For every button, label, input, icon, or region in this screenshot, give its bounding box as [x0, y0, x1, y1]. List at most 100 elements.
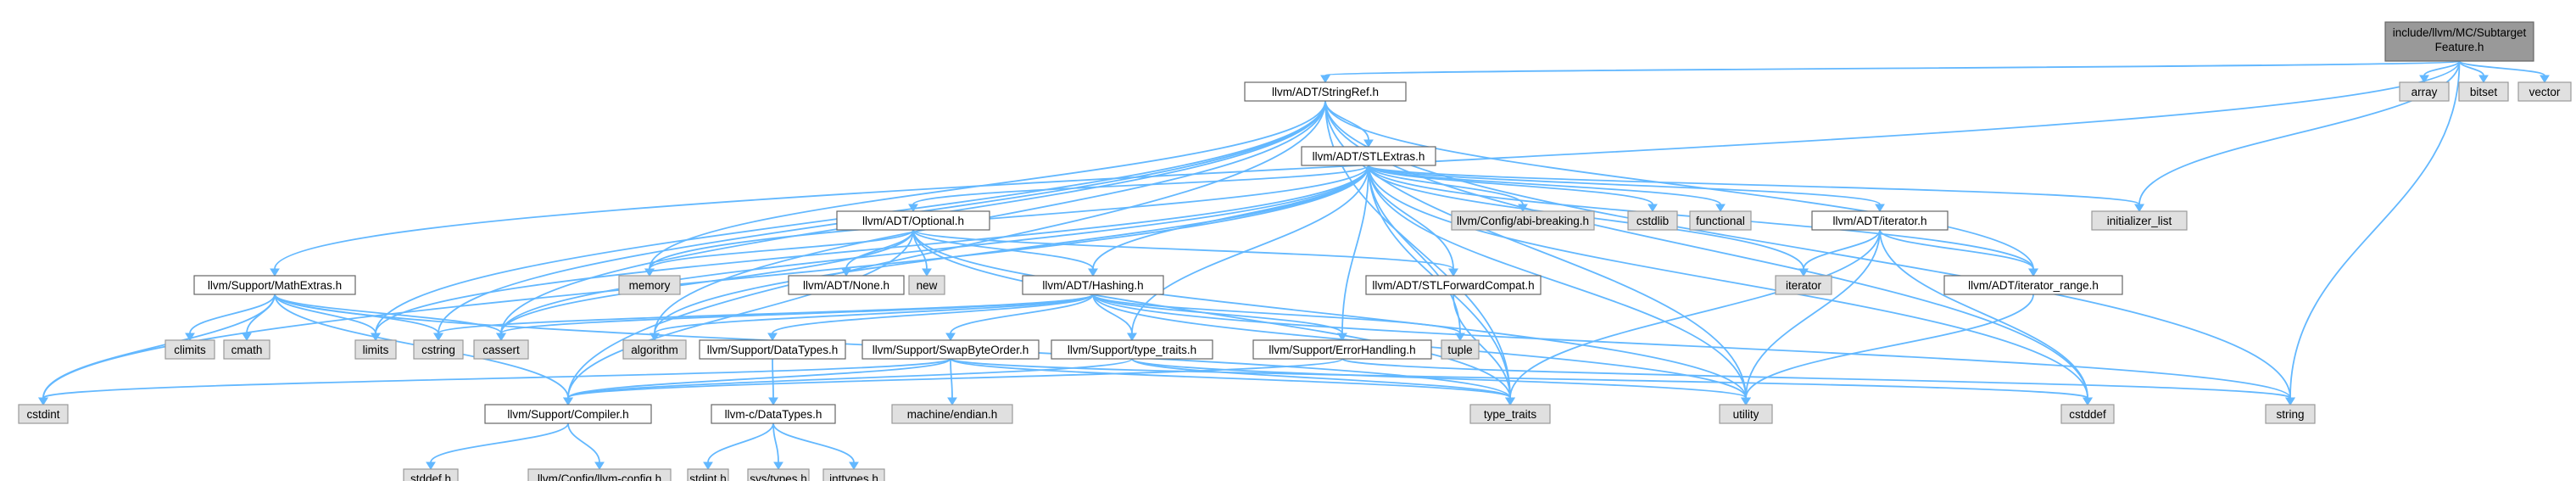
node-string: string: [2265, 404, 2316, 424]
node-vector: vector: [2517, 81, 2572, 102]
edge-swapbyteorder-to-compiler: [567, 358, 951, 399]
arrowhead-root-to-stringref: [1320, 75, 1330, 83]
arrowhead-stlextras-to-cstdlib: [1648, 204, 1658, 212]
edge-stlfwd-to-type_traits: [1452, 294, 1511, 399]
node-box-optional: [836, 210, 990, 231]
node-mathextras[interactable]: llvm/Support/MathExtras.h: [193, 275, 356, 295]
node-box-llvmconfig: [527, 468, 672, 481]
arrowhead-iteratorh-to-iterrange: [2028, 268, 2038, 277]
edge-stlextras-to-memory: [649, 165, 1369, 270]
node-box-cstddef: [2060, 404, 2115, 424]
node-box-type_traits: [1469, 404, 1551, 424]
arrowhead-cdatatypes-to-inttypes: [849, 461, 859, 470]
edge-hashing-to-string: [1092, 294, 2291, 399]
edge-hashing-to-swapbyteorder: [950, 294, 1094, 334]
edge-stlextras-to-optional: [912, 165, 1369, 205]
node-box-iterator: [1775, 275, 1832, 295]
arrowhead-swapbyteorder-to-machineendian: [947, 397, 957, 405]
node-label-abibreaking: llvm/Config/abi-breaking.h: [1457, 215, 1589, 227]
edge-swapbyteorder-to-type_traits: [950, 358, 1511, 399]
node-box-stringref: [1244, 81, 1407, 102]
node-errorhandling[interactable]: llvm/Support/ErrorHandling.h: [1252, 339, 1432, 360]
node-label-noneh: llvm/ADT/None.h: [803, 279, 889, 292]
edge-mathextras-to-climits: [189, 294, 276, 334]
node-box-stlfwd: [1365, 275, 1542, 295]
graph-edges: [38, 60, 2550, 470]
node-box-root: [2384, 21, 2534, 62]
arrowhead-mathextras-to-cassert: [496, 333, 506, 341]
node-label-iterrange: llvm/ADT/iterator_range.h: [1968, 279, 2099, 292]
edge-stlextras-to-abibreaking: [1368, 165, 1524, 205]
node-iterrange[interactable]: llvm/ADT/iterator_range.h: [1943, 275, 2123, 295]
node-box-stlextras: [1301, 146, 1436, 166]
node-box-cmath: [223, 339, 270, 360]
node-box-vector: [2517, 81, 2572, 102]
node-box-systypes: [747, 468, 810, 481]
edge-typetraitsh-to-type_traits: [1131, 358, 1511, 399]
arrowhead-optional-to-hashing: [1088, 268, 1098, 277]
node-label-stdint: stdint.h: [689, 473, 727, 481]
edge-stlextras-to-initlist: [1368, 165, 2140, 205]
edge-errorhandling-to-compiler: [567, 358, 1343, 399]
arrowhead-cdatatypes-to-stdint: [703, 461, 713, 470]
edge-stringref-to-compiler: [567, 100, 1326, 399]
arrowhead-compiler-to-stddef: [426, 461, 436, 470]
node-label-new: new: [917, 279, 938, 292]
node-label-swapbyteorder: llvm/Support/SwapByteOrder.h: [873, 344, 1029, 356]
edge-iteratorh-to-iterrange: [1879, 229, 2034, 270]
node-initlist: initializer_list: [2091, 210, 2188, 231]
arrowhead-stringref-to-stlextras: [1363, 139, 1374, 148]
edge-mathextras-to-cassert: [274, 294, 502, 334]
node-stlfwd[interactable]: llvm/ADT/STLForwardCompat.h: [1365, 275, 1542, 295]
node-optional[interactable]: llvm/ADT/Optional.h: [836, 210, 990, 231]
edge-errorhandling-to-string: [1341, 358, 2291, 399]
node-swapbyteorder[interactable]: llvm/Support/SwapByteOrder.h: [861, 339, 1040, 360]
node-box-new: [908, 275, 945, 295]
node-label-hashing: llvm/ADT/Hashing.h: [1042, 279, 1143, 292]
node-cstring: cstring: [413, 339, 464, 360]
node-stringref[interactable]: llvm/ADT/StringRef.h: [1244, 81, 1407, 102]
node-limits: limits: [354, 339, 397, 360]
node-box-datatypes: [699, 339, 846, 360]
node-machineendian: machine/endian.h: [891, 404, 1013, 424]
edge-stlextras-to-algorithm: [654, 165, 1369, 334]
node-box-errorhandling: [1252, 339, 1432, 360]
edge-compiler-to-llvmconfig: [567, 422, 600, 463]
node-label-mathextras: llvm/Support/MathExtras.h: [208, 279, 342, 292]
node-cdatatypes[interactable]: llvm-c/DataTypes.h: [711, 404, 836, 424]
node-llvmconfig: llvm/Config/llvm-config.h: [527, 468, 672, 481]
node-iteratorh[interactable]: llvm/ADT/iterator.h: [1811, 210, 1949, 231]
arrowhead-hashing-to-typetraitsh: [1127, 333, 1137, 341]
node-label-type_traits: type_traits: [1484, 408, 1537, 421]
arrowhead-mathextras-to-cstring: [433, 333, 443, 341]
edge-compiler-to-stddef: [430, 422, 569, 463]
node-memory: memory: [618, 275, 681, 295]
node-cstddef: cstddef: [2060, 404, 2115, 424]
node-label-cstring: cstring: [421, 344, 455, 356]
node-stlextras[interactable]: llvm/ADT/STLExtras.h: [1301, 146, 1436, 166]
node-label-typetraitsh: llvm/Support/type_traits.h: [1068, 344, 1196, 356]
arrowhead-root-to-array: [2419, 75, 2429, 83]
node-hashing[interactable]: llvm/ADT/Hashing.h: [1022, 275, 1164, 295]
node-typetraitsh[interactable]: llvm/Support/type_traits.h: [1051, 339, 1213, 360]
node-label-compiler: llvm/Support/Compiler.h: [507, 408, 628, 421]
node-compiler[interactable]: llvm/Support/Compiler.h: [484, 404, 652, 424]
edge-hashing-to-algorithm: [654, 294, 1094, 334]
edge-typetraitsh-to-utility: [1131, 358, 1747, 399]
edge-typetraitsh-to-compiler: [567, 358, 1133, 399]
node-label-optional: llvm/ADT/Optional.h: [862, 215, 964, 227]
node-box-memory: [618, 275, 681, 295]
arrowhead-typetraitsh-to-type_traits: [1505, 397, 1515, 405]
arrowhead-optional-to-noneh: [841, 268, 851, 277]
arrowhead-optional-to-stlfwd: [1448, 268, 1458, 277]
arrowhead-mathextras-to-climits: [185, 333, 195, 341]
node-label-stlfwd: llvm/ADT/STLForwardCompat.h: [1372, 279, 1534, 292]
edge-cdatatypes-to-systypes: [772, 422, 779, 463]
node-label-systypes: sys/types.h: [750, 473, 807, 481]
node-datatypes[interactable]: llvm/Support/DataTypes.h: [699, 339, 846, 360]
node-box-hashing: [1022, 275, 1164, 295]
edge-stlextras-to-stlfwd: [1368, 165, 1454, 270]
node-label-cassert: cassert: [482, 344, 520, 356]
node-noneh[interactable]: llvm/ADT/None.h: [788, 275, 905, 295]
node-box-abibreaking: [1451, 210, 1595, 231]
